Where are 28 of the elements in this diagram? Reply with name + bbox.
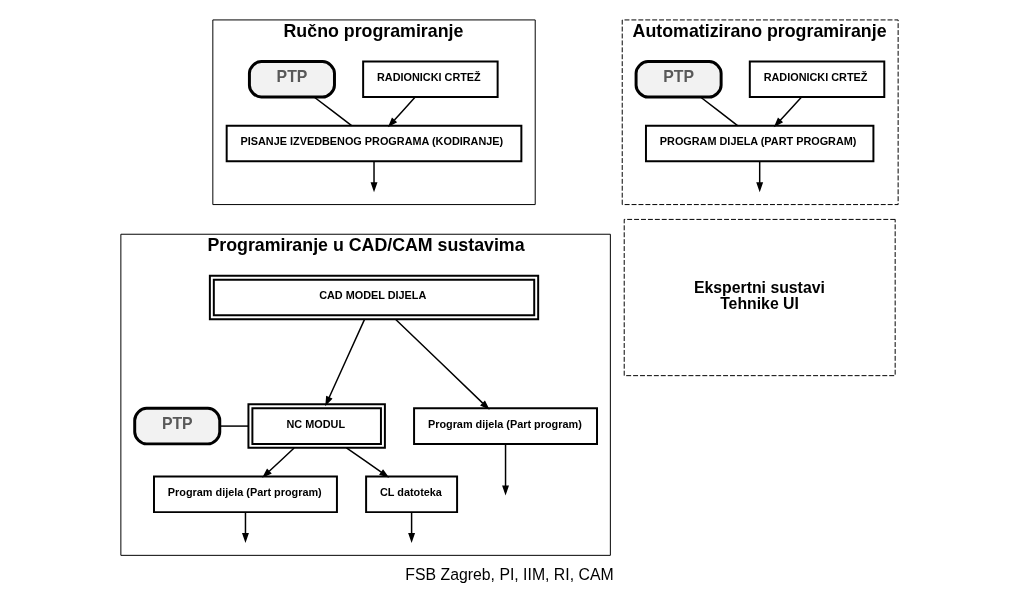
node-box: PTP (634, 60, 723, 99)
arrow (345, 447, 389, 478)
arrow (387, 96, 416, 128)
node-box: PTP (247, 60, 336, 99)
arrow (261, 447, 295, 478)
connector (699, 96, 738, 127)
node-box: RADIONICKI CRTEŽ (361, 60, 499, 99)
connector (313, 96, 352, 127)
node-box: PROGRAM DIJELA (PART PROGRAM) (644, 124, 874, 163)
arrow (394, 318, 490, 410)
node-box: PISANJE IZVEDBENOG PROGRAMA (KODIRANJE) (225, 124, 522, 163)
arrow (370, 160, 377, 193)
arrow (407, 511, 415, 543)
node-box: Program dijela (Part program) (412, 407, 598, 445)
arrow (241, 511, 249, 543)
node-box: PTP (132, 406, 221, 446)
node-box: CAD MODEL DIJELA (208, 274, 539, 321)
node-box: Ekspertni sustavi Tehnike UI (623, 218, 896, 377)
node-box: NC MODUL (246, 403, 386, 449)
arrow (755, 160, 763, 193)
node-box: Program dijela (Part program) (152, 475, 338, 514)
caption: FSB Zagreb, PI, IIM, RI, CAM (404, 565, 614, 583)
arrow (773, 96, 802, 128)
arrow (324, 318, 365, 407)
arrow (501, 443, 509, 496)
connector (218, 425, 249, 427)
node-box: RADIONICKI CRTEŽ (748, 60, 885, 99)
node-box: CL datoteka (364, 475, 458, 514)
